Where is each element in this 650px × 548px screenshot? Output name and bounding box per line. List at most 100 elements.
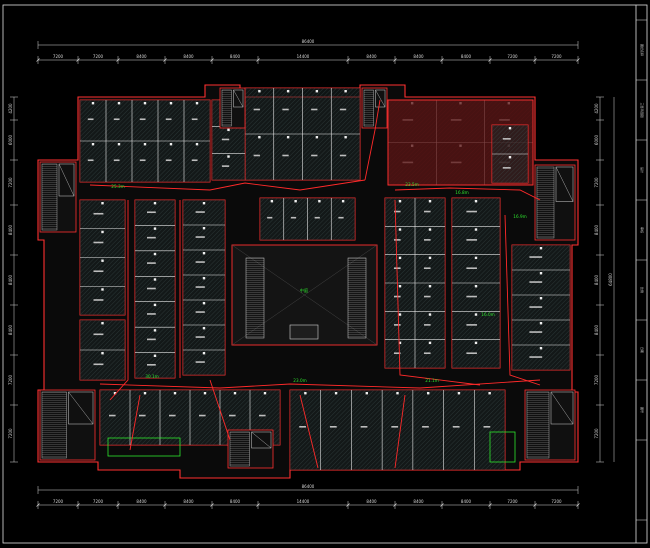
column-marker: [428, 341, 432, 345]
dim-tick-slash: [256, 503, 260, 507]
room-tag: [339, 154, 347, 157]
dim-label: 8400: [413, 54, 424, 59]
room-tag: [195, 261, 205, 263]
dim-tick-slash: [256, 58, 260, 62]
room-tag: [169, 414, 176, 417]
room-tag: [109, 414, 116, 417]
shop-units: [39, 87, 576, 471]
stair-core-south: [227, 429, 274, 469]
column-marker: [398, 313, 402, 316]
dim-tick-slash: [346, 58, 350, 62]
column-marker: [341, 200, 345, 203]
room-tag: [314, 216, 320, 219]
stair-core-north-east: [361, 87, 388, 129]
room-tag: [87, 159, 94, 162]
room-tag: [424, 239, 431, 241]
column-marker: [398, 341, 402, 345]
dim-label: 8400: [230, 499, 241, 504]
room-tag: [93, 299, 104, 301]
dim-tick-slash: [210, 58, 214, 62]
room-tag: [87, 118, 94, 121]
elevator-shaft: [68, 391, 94, 425]
room-tag: [394, 352, 401, 355]
dim-label: 4200: [594, 103, 599, 114]
route-line: [394, 394, 406, 469]
room-tag: [424, 295, 431, 298]
dim-tick-slash: [76, 58, 80, 62]
room-tag: [253, 154, 260, 157]
dim-label: 7200: [551, 499, 562, 504]
dim-label: 7200: [53, 54, 64, 59]
dim-label: 14400: [297, 499, 310, 504]
elevator-core: [289, 324, 319, 340]
shop-block-north-narrow: [211, 99, 246, 181]
dim-label: 8400: [461, 54, 472, 59]
column-marker: [263, 392, 267, 395]
room-tag: [424, 210, 431, 213]
column-marker: [396, 392, 399, 395]
distance-label: 23.0m: [293, 378, 306, 383]
distance-label: 30.1m: [145, 374, 158, 379]
elevator-shaft: [555, 166, 574, 202]
column-marker: [101, 352, 104, 355]
column-marker: [258, 136, 261, 139]
shop-block-west-4: [182, 199, 226, 376]
dim-label: 7200: [594, 177, 599, 188]
column-marker: [428, 313, 432, 316]
room-tag: [391, 426, 399, 428]
atrium-label: 中庭: [300, 287, 309, 294]
column-marker: [101, 288, 104, 291]
stair-treads: [229, 431, 250, 467]
column-marker: [101, 202, 104, 205]
elevator-cross: [58, 163, 75, 197]
route-line: [394, 187, 541, 201]
dim-tick-slash: [393, 58, 397, 62]
column-marker: [428, 200, 432, 203]
route-line: [299, 394, 319, 469]
dim-label: 8400: [136, 499, 147, 504]
column-marker: [202, 302, 206, 305]
column-marker: [365, 392, 368, 395]
shop-block-west-3: [134, 199, 176, 379]
shop-block-south-east: [289, 389, 506, 471]
room-tag: [93, 363, 104, 366]
shop-block-east-2: [451, 197, 501, 369]
column-marker: [153, 329, 157, 332]
dim-label: 4200: [8, 103, 13, 114]
dim-tick-slash: [440, 58, 444, 62]
room-tag: [113, 159, 120, 162]
room-tag: [147, 236, 156, 239]
shop-block-west-2: [79, 319, 126, 381]
dim-label: 7200: [8, 177, 13, 188]
column-marker: [195, 102, 199, 105]
dim-tick-slash: [576, 503, 580, 507]
dim-tick-slash: [36, 503, 40, 507]
elevator-shaft: [550, 391, 574, 425]
stair-core-west-south: [39, 389, 96, 461]
dim-tick-slash: [533, 503, 537, 507]
dim-tick-slash: [116, 58, 120, 62]
route-line: [209, 379, 231, 441]
column-marker: [258, 90, 261, 93]
room-tag: [147, 287, 156, 290]
dim-tick-slash: [576, 58, 580, 62]
column-marker: [202, 202, 206, 205]
column-marker: [539, 297, 543, 300]
dim-tick-slash: [346, 503, 350, 507]
dim-label: 7200: [507, 54, 518, 59]
room-tag: [452, 426, 460, 428]
room-tag: [502, 167, 511, 169]
column-marker: [117, 143, 121, 146]
elevator-shaft: [251, 431, 272, 449]
dim-overall-label: 86400: [302, 484, 315, 489]
room-tag: [191, 159, 198, 162]
room-tag: [360, 426, 368, 428]
room-tag: [253, 108, 260, 111]
distance-label: 25.3m: [111, 184, 124, 189]
column-marker: [398, 256, 402, 260]
dim-label: 14400: [297, 54, 310, 59]
dim-tick-slash: [440, 503, 444, 507]
